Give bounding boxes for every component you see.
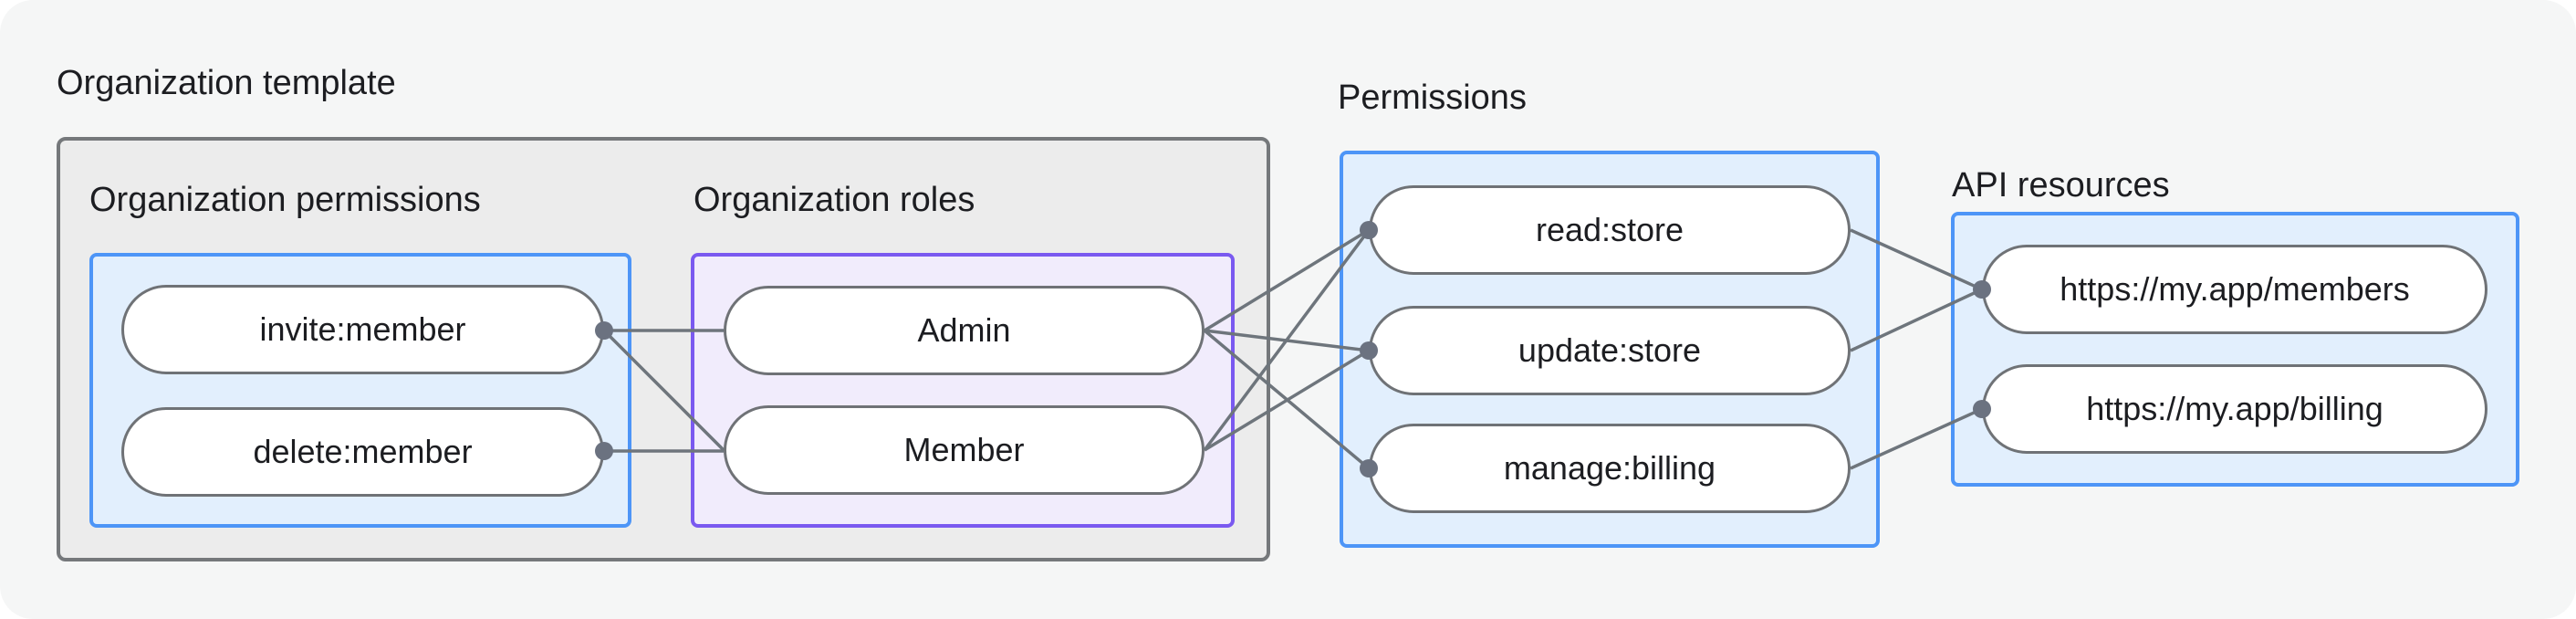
node-api-members: https://my.app/members [1982, 245, 2487, 334]
organization-roles-label: Organization roles [694, 181, 975, 219]
node-api-billing: https://my.app/billing [1982, 364, 2487, 454]
node-update-store: update:store [1369, 306, 1851, 395]
node-member-label: Member [903, 431, 1025, 468]
node-delete-member-label: delete:member [253, 433, 473, 470]
node-manage-billing-label: manage:billing [1503, 449, 1716, 487]
node-delete-member: delete:member [121, 407, 604, 497]
organization-permissions-label: Organization permissions [89, 181, 481, 219]
node-read-store-label: read:store [1535, 211, 1684, 248]
node-admin: Admin [724, 286, 1205, 375]
node-invite-member: invite:member [121, 285, 604, 374]
node-member: Member [724, 405, 1205, 495]
organization-template-label: Organization template [57, 64, 396, 102]
node-update-store-label: update:store [1517, 331, 1702, 369]
api-resources-label: API resources [1952, 166, 2170, 205]
node-invite-member-label: invite:member [259, 310, 466, 348]
node-manage-billing: manage:billing [1369, 424, 1851, 513]
node-api-members-label: https://my.app/members [2060, 270, 2410, 308]
node-api-billing-label: https://my.app/billing [2086, 390, 2383, 427]
node-read-store: read:store [1369, 185, 1851, 275]
permissions-label: Permissions [1338, 79, 1527, 117]
node-admin-label: Admin [917, 311, 1011, 349]
